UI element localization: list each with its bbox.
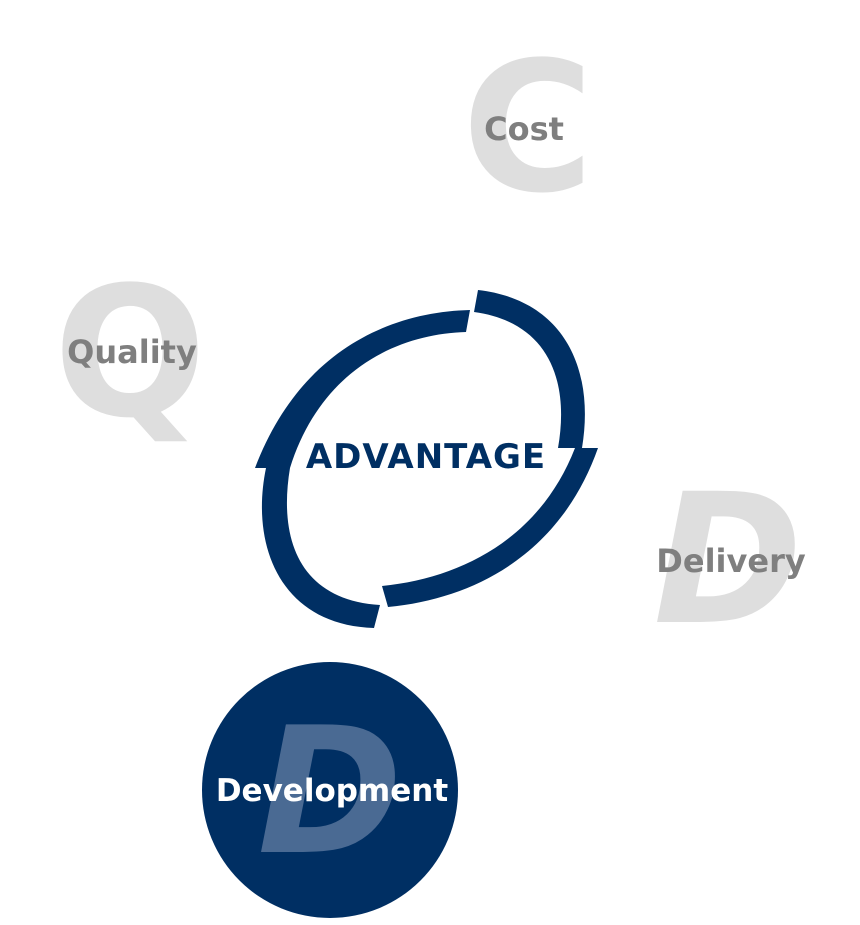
development-circle: [202, 662, 458, 918]
advantage-ring-arc-right: [474, 290, 598, 448]
delivery-letter: D: [653, 456, 802, 665]
node-quality[interactable]: Q Quality: [53, 249, 206, 458]
development-label: Development: [216, 773, 448, 809]
cost-label: Cost: [484, 110, 564, 148]
advantage-ring-arc-left: [261, 468, 380, 628]
quality-label: Quality: [67, 333, 197, 371]
delivery-label: Delivery: [656, 542, 806, 580]
advantage-ring-arc-lower: [382, 448, 598, 607]
development-letter: D: [257, 691, 402, 894]
node-delivery[interactable]: D Delivery: [653, 456, 806, 665]
quality-letter: Q: [53, 249, 206, 458]
advantage-ring-arc-upper: [255, 310, 470, 468]
cost-letter: C: [462, 24, 594, 233]
advantage-ring: ADVANTAGE: [255, 290, 598, 628]
node-cost[interactable]: C Cost: [462, 24, 594, 233]
advantage-label: ADVANTAGE: [306, 437, 546, 477]
node-development[interactable]: D Development: [202, 662, 458, 918]
